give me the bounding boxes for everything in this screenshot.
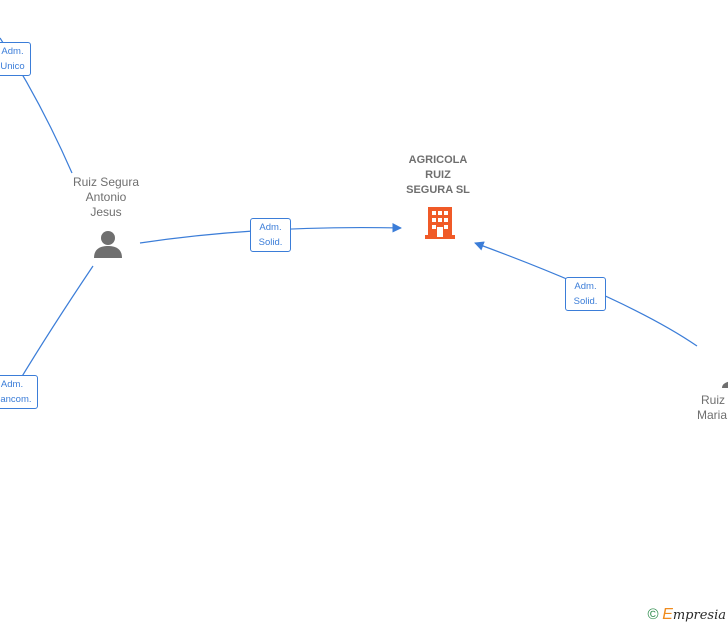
edge-label-top-left[interactable]: Adm. Unico (0, 42, 31, 76)
brand-logo-text: mpresia (672, 608, 726, 623)
edge-label-bottom-left-line-2: Mancom. (0, 394, 32, 405)
edge-label-main-to-company-line-1: Adm. (259, 222, 282, 233)
company-name-line-1: AGRICOLA (408, 154, 468, 166)
edge-right-to-company (474, 241, 698, 347)
person-right-name[interactable]: Ruiz Maria (690, 393, 728, 423)
edge-label-top-left-line-1: Adm. (1, 46, 24, 57)
person-right-name-line-2: Maria (697, 408, 728, 422)
edge-label-bottom-left-line-1: Adm. (0, 379, 24, 390)
edge-label-right-to-company-line-2: Solid. (573, 296, 598, 307)
footer-watermark: © Empresia (648, 606, 727, 624)
edge-label-right-to-company-line-1: Adm. (574, 281, 597, 292)
person-main-name-line-3: Jesus (90, 205, 122, 219)
person-main-name[interactable]: Ruiz Segura Antonio Jesus (56, 175, 156, 220)
company-name-line-3: SEGURA SL (406, 184, 470, 196)
company-name-line-2: RUIZ (425, 169, 451, 181)
person-icon-right[interactable] (720, 368, 728, 388)
company-name[interactable]: AGRICOLA RUIZ SEGURA SL (388, 153, 488, 198)
building-icon[interactable] (424, 205, 456, 239)
copyright-symbol: © (647, 606, 659, 623)
person-main-name-line-2: Antonio (85, 190, 127, 204)
edge-bottom-left (17, 265, 94, 384)
person-right-name-line-1: Ruiz (701, 393, 726, 407)
person-main-name-line-1: Ruiz Segura (72, 175, 140, 189)
edge-label-bottom-left[interactable]: Adm. Mancom. (0, 375, 38, 409)
brand-logo-initial: E (662, 606, 673, 623)
person-icon[interactable] (93, 229, 123, 259)
edge-label-main-to-company[interactable]: Adm. Solid. (250, 218, 291, 252)
edge-label-main-to-company-line-2: Solid. (258, 237, 283, 248)
edge-label-top-left-line-2: Unico (0, 61, 25, 72)
edge-label-right-to-company[interactable]: Adm. Solid. (565, 277, 606, 311)
